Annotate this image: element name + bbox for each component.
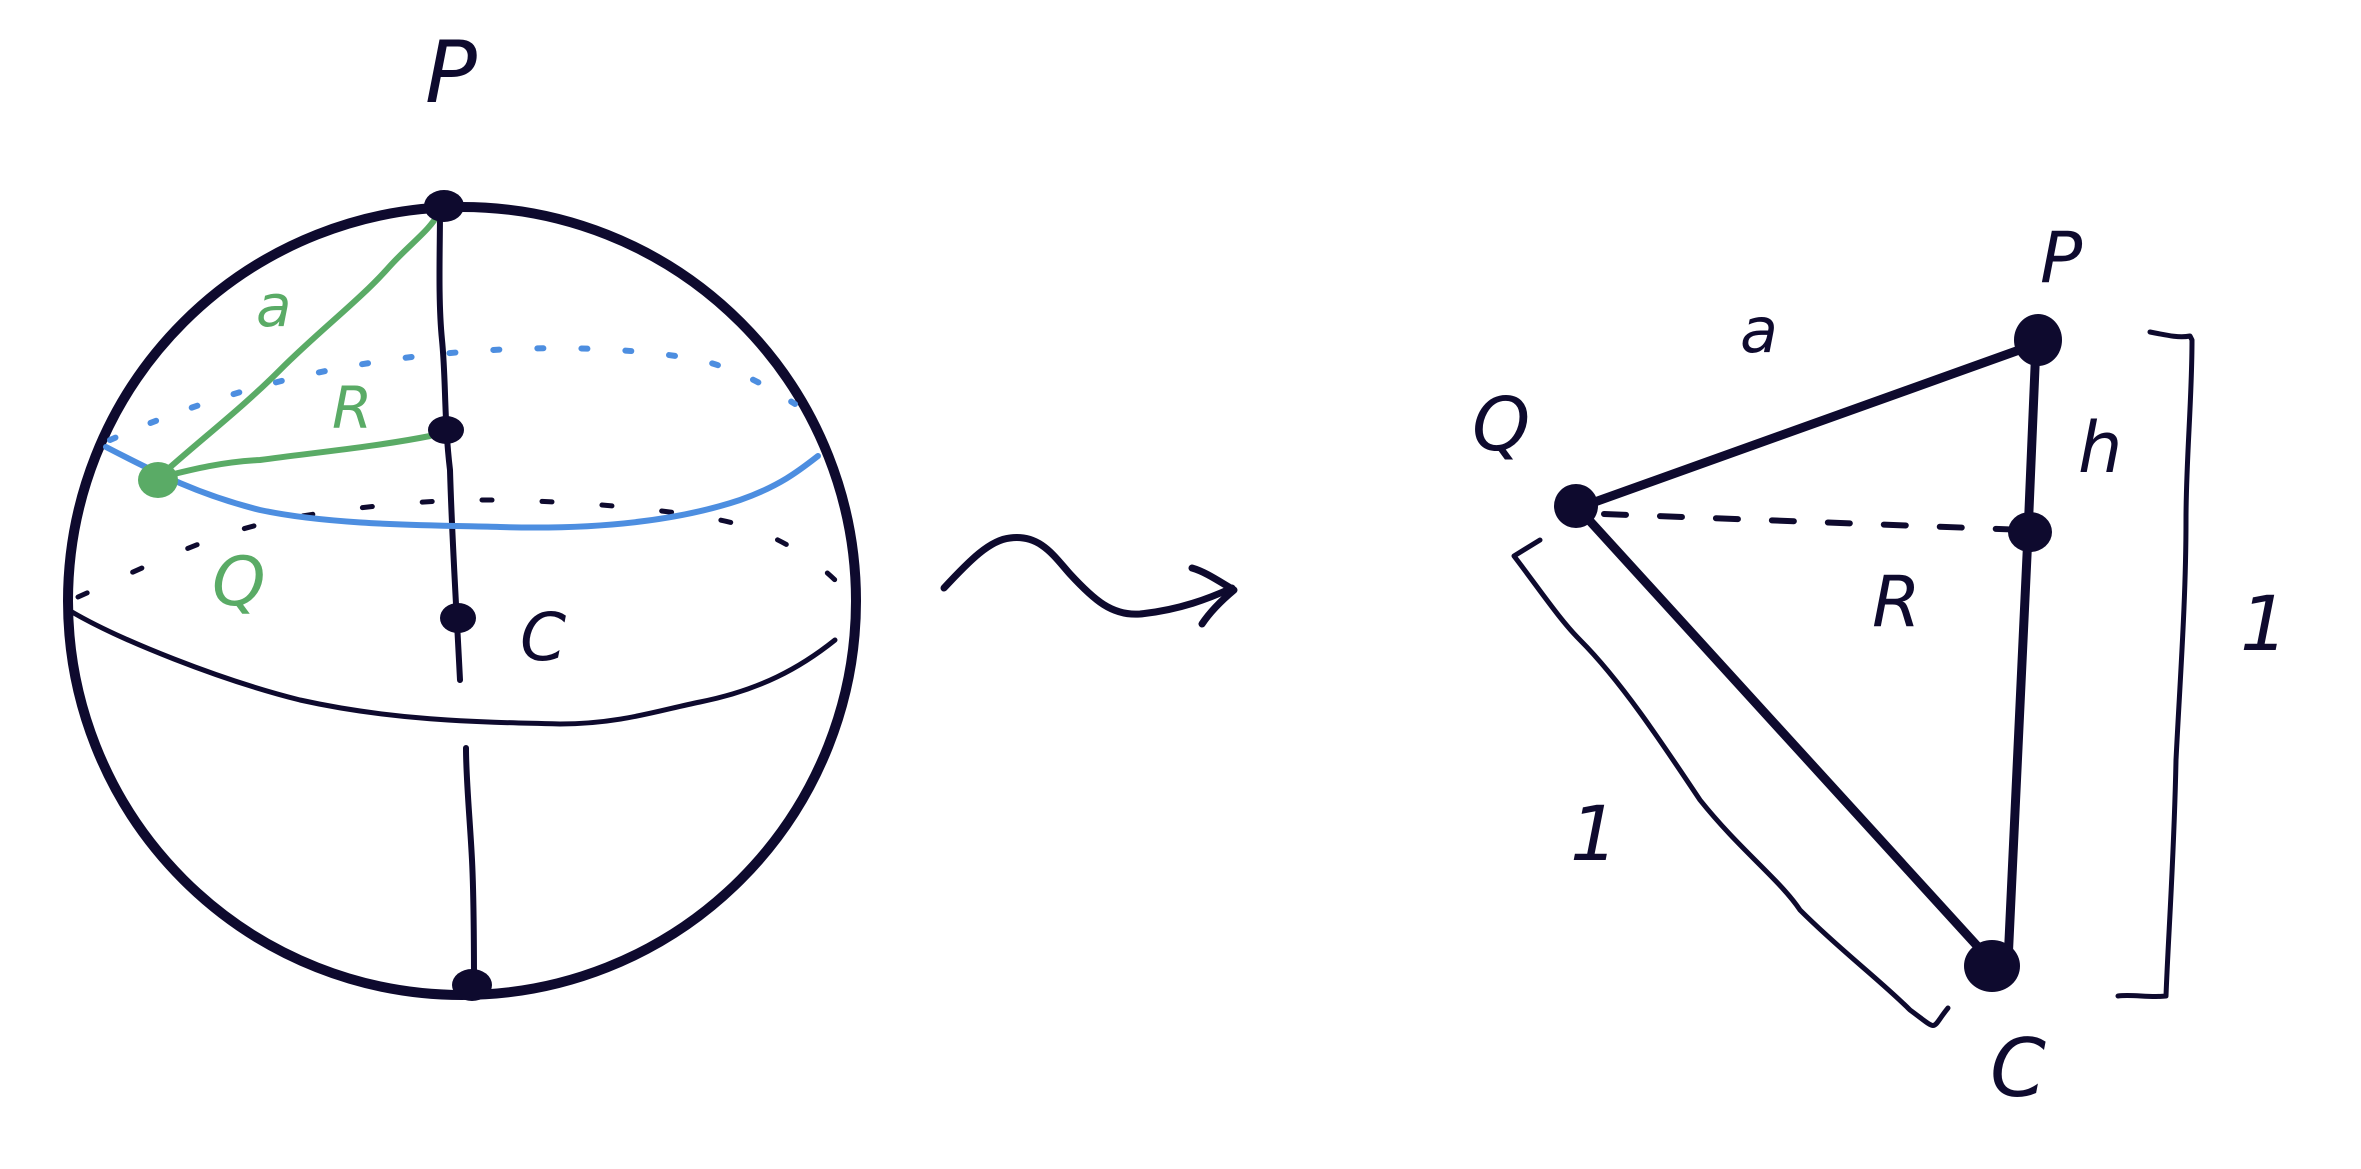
brace-qc [1511,537,1951,1028]
axis-lower [463,745,477,988]
sphere-point-c [440,603,476,633]
sphere-figure: P C Q R a [63,23,861,1001]
sphere-label-a: a [256,272,292,340]
vertex-p [2014,314,2062,366]
triangle-label-q: Q [1472,382,1530,468]
side-pq [1573,339,2041,513]
vertex-c [1964,940,2020,992]
vertex-r [2008,512,2052,552]
triangle-label-c: C [1990,1022,2046,1115]
sphere-label-c: C [520,599,566,676]
circle-back-arc [107,345,798,443]
circle-front-arc [103,444,821,531]
segment-qr-dashed [1601,511,2029,533]
bracket-pc [2115,329,2195,1000]
sphere-label-r: R [332,374,372,442]
sphere-outline [63,202,861,1000]
sphere-label-p: P [425,23,477,123]
sphere-point-p [424,190,464,222]
equator-back [75,497,838,600]
sphere-point-south [452,969,492,1001]
triangle-label-h: h [2078,407,2122,489]
squiggle-arrow-head [1188,564,1238,628]
sphere-label-q: Q [212,543,266,622]
side-qc [1573,503,1995,965]
squiggle-arrow-line [940,534,1236,618]
geodesic-qp [155,211,441,481]
equator-front [69,609,838,727]
side-pc [2003,339,2041,967]
geodesic-qr [155,433,433,481]
triangle-figure [1511,314,2195,1028]
triangle-label-p: P [2040,217,2083,299]
sphere-point-q [138,462,178,498]
vertex-q [1554,484,1598,528]
triangle-labels: P Q C R a h 1 1 [1472,217,2288,1115]
sphere-point-r [428,416,464,444]
squiggle-arrow-icon [940,534,1238,628]
triangle-label-side-pc: 1 [2240,579,2288,668]
triangle-label-a: a [1740,294,1778,367]
triangle-label-side-qc: 1 [1570,789,1618,878]
triangle-label-r: R [1872,561,1921,643]
